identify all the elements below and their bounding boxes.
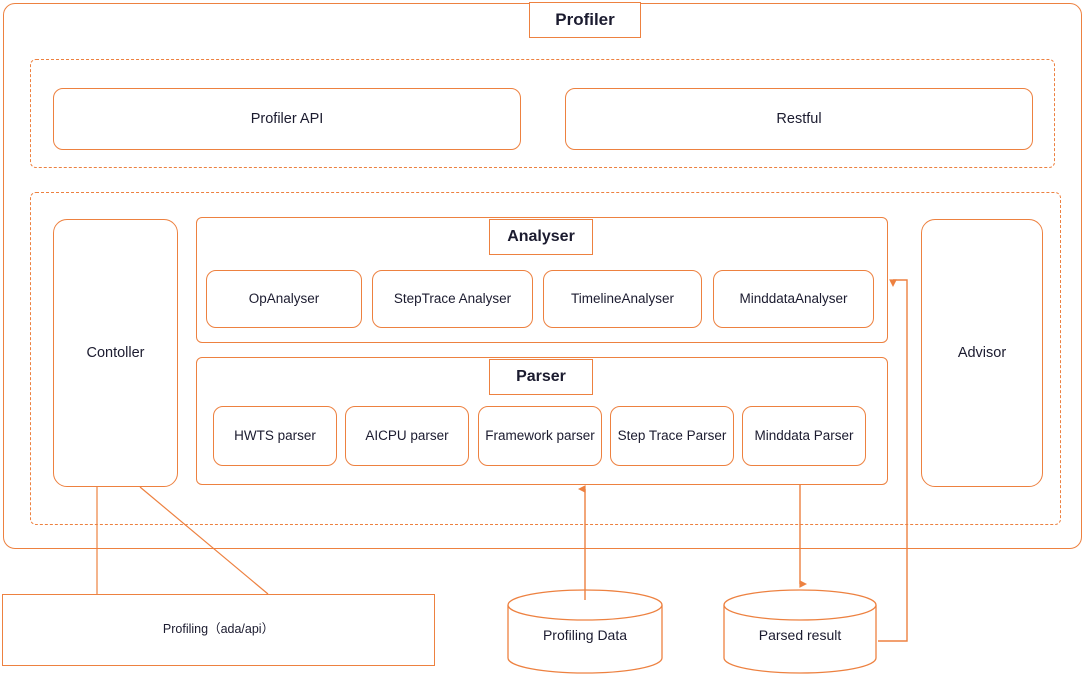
analyser-group-title: Analyser	[489, 219, 593, 255]
parser-cell-minddata[interactable]: Minddata Parser	[742, 406, 866, 466]
parser-cell-hwts-label: HWTS parser	[234, 427, 316, 443]
analyser-group-title-label: Analyser	[507, 228, 575, 245]
profiler-api-box[interactable]: Profiler API	[53, 88, 521, 150]
controller-label: Contoller	[86, 344, 145, 361]
parser-cell-steptrace-label: Step Trace Parser	[617, 427, 727, 443]
parsed-result-store[interactable]: Parsed result	[722, 588, 878, 675]
analyser-cell-steptrace-label: StepTrace Analyser	[393, 290, 512, 306]
parser-cell-minddata-label: Minddata Parser	[754, 427, 854, 443]
parser-cell-aicpu-label: AICPU parser	[365, 427, 449, 443]
parser-cell-steptrace[interactable]: Step Trace Parser	[610, 406, 734, 466]
parser-cell-hwts[interactable]: HWTS parser	[213, 406, 337, 466]
page-title-label: Profiler	[555, 10, 615, 30]
profiling-ada-api-label: Profiling（ada/api）	[162, 622, 275, 637]
parser-cell-framework[interactable]: Framework parser	[478, 406, 602, 466]
analyser-cell-steptrace[interactable]: StepTrace Analyser	[372, 270, 533, 328]
analyser-cell-minddata-label: MinddataAnalyser	[739, 290, 848, 306]
profiler-api-label: Profiler API	[250, 110, 324, 127]
analyser-cell-minddata[interactable]: MinddataAnalyser	[713, 270, 874, 328]
parser-group-title-label: Parser	[516, 368, 566, 385]
restful-label: Restful	[776, 110, 822, 127]
analyser-cell-op-label: OpAnalyser	[248, 290, 320, 306]
page-title: Profiler	[529, 2, 641, 38]
advisor-label: Advisor	[957, 344, 1007, 361]
restful-box[interactable]: Restful	[565, 88, 1033, 150]
parser-cell-framework-label: Framework parser	[485, 427, 595, 443]
parser-group-title: Parser	[489, 359, 593, 395]
api-layer-group	[30, 59, 1055, 168]
parser-cell-aicpu[interactable]: AICPU parser	[345, 406, 469, 466]
profiling-data-store[interactable]: Profiling Data	[506, 588, 664, 675]
controller-box[interactable]: Contoller	[53, 219, 178, 487]
core-layer-group	[30, 192, 1061, 525]
analyser-cell-op[interactable]: OpAnalyser	[206, 270, 362, 328]
analyser-cell-timeline-label: TimelineAnalyser	[570, 290, 675, 306]
advisor-box[interactable]: Advisor	[921, 219, 1043, 487]
profiling-ada-api-box[interactable]: Profiling（ada/api）	[2, 594, 435, 666]
analyser-cell-timeline[interactable]: TimelineAnalyser	[543, 270, 702, 328]
